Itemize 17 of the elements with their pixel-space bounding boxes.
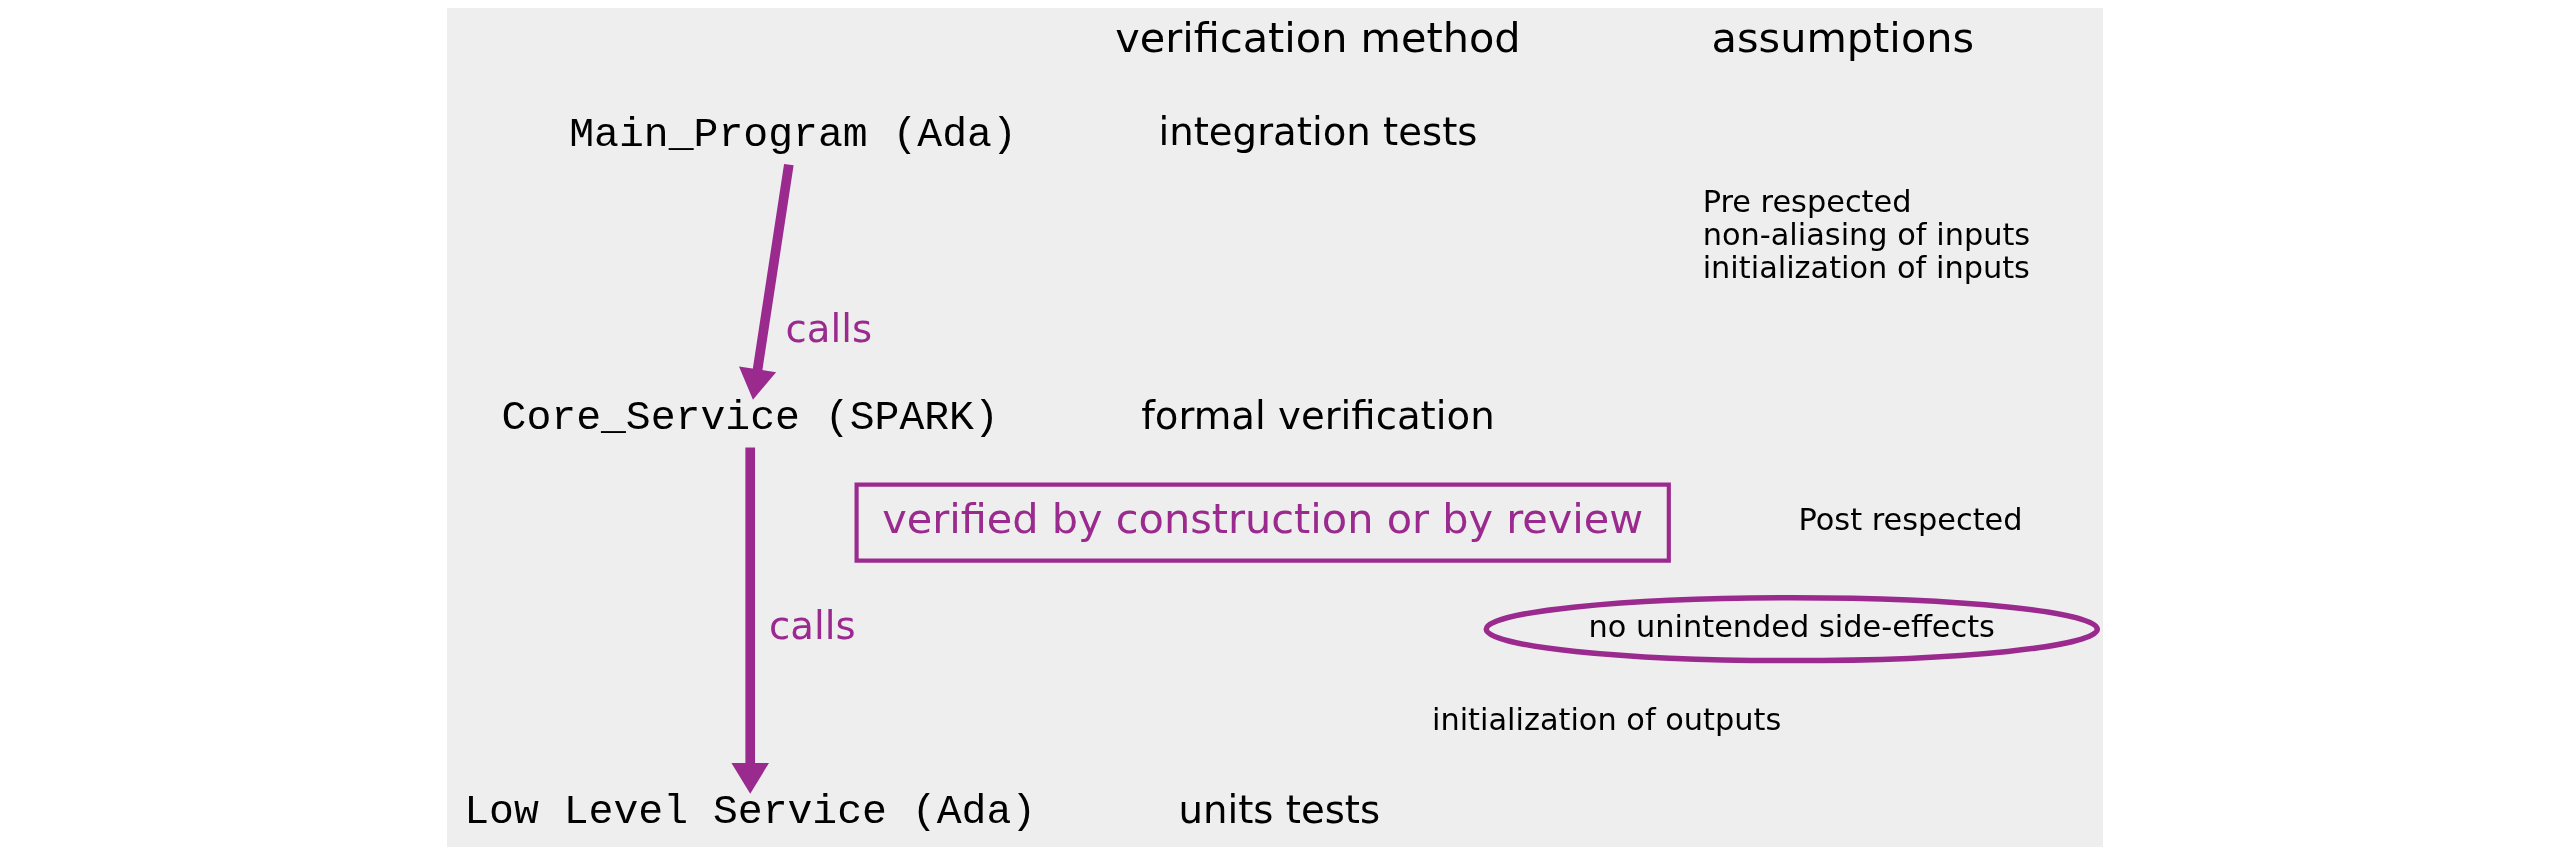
label: integration tests — [1158, 109, 1478, 155]
arrow — [739, 163, 794, 400]
label: assumptions — [1711, 14, 1975, 63]
label: formal verification — [1141, 392, 1495, 438]
edge-label: calls — [785, 305, 873, 351]
label: Post respected — [1798, 502, 2023, 538]
node-text: Core_Service (SPARK) — [501, 395, 999, 442]
edge-label: calls — [769, 602, 856, 648]
node-box: verified by construction or by review — [854, 482, 1671, 563]
arrow — [731, 447, 769, 794]
node-ellipse: no unintended side-effects — [1483, 594, 2100, 664]
label: Pre respected non-aliasing of inputs initialization of inputs — [1702, 183, 2031, 286]
label: verification method — [1115, 14, 1521, 63]
node-text: Low Level Service (Ada) — [464, 789, 1037, 836]
label: units tests — [1178, 786, 1381, 832]
node-text: Main_Program (Ada) — [569, 112, 1017, 159]
label: initialization of outputs — [1431, 702, 1782, 738]
